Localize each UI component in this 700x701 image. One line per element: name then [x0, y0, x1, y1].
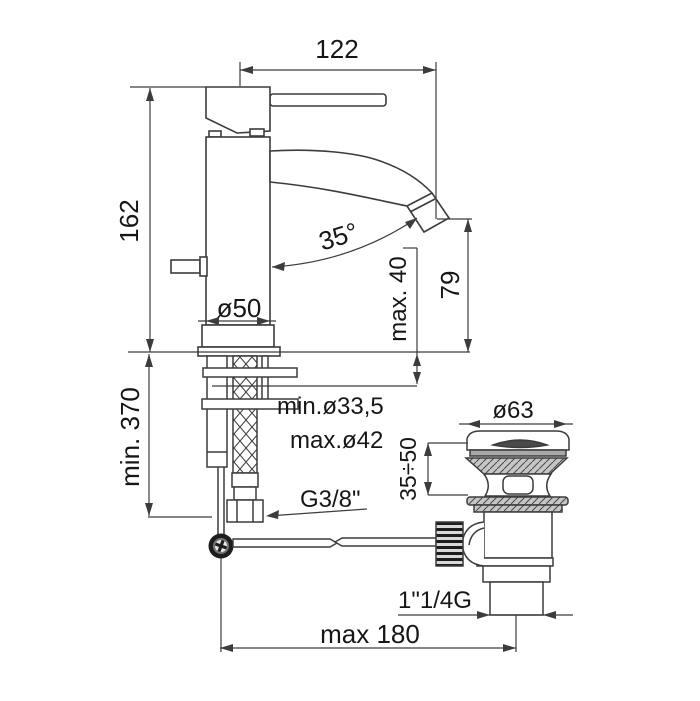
drain-flange-lower — [473, 504, 563, 513]
overflow-hole — [502, 475, 534, 495]
handle-cap — [205, 86, 271, 134]
drain-cap-flange — [469, 449, 567, 457]
dim-hose-length: min. 370 — [115, 387, 145, 487]
supply-tube — [206, 355, 228, 468]
pivot-ball — [208, 533, 234, 559]
drain-group — [435, 430, 570, 616]
hose-nut — [226, 499, 264, 523]
under-counter-group — [201, 355, 299, 535]
drain-body — [483, 511, 553, 559]
dim-outlet-height: 79 — [435, 271, 465, 300]
cap-joint-right — [249, 128, 265, 137]
faucet-group — [170, 86, 451, 357]
spout — [269, 149, 451, 234]
drain-body-flange — [476, 557, 554, 567]
drain-flange-upper — [466, 496, 569, 506]
lever-handle — [269, 93, 387, 107]
dim-counter-thickness: max. 40 — [385, 256, 412, 341]
mounting-plate-lower — [201, 398, 299, 410]
popup-knob — [170, 259, 201, 274]
mounting-stud — [261, 355, 269, 401]
hose-fitting-2 — [233, 486, 257, 501]
aerator-seam-2 — [409, 198, 436, 213]
hose-fitting — [231, 472, 259, 488]
dim-hose-thread: G3/8" — [300, 486, 361, 513]
popup-knob-stem — [199, 256, 208, 277]
dim-hole-max: max.ø42 — [290, 427, 383, 454]
drain-cap-lens — [490, 439, 550, 449]
drain-collar — [482, 565, 551, 583]
aerator-seam — [406, 192, 433, 207]
dim-drain-cap-diameter: ø63 — [492, 397, 533, 424]
drain-tailpipe — [489, 581, 544, 616]
mounting-plate-upper — [202, 367, 298, 378]
dimension-arrowheads — [145, 66, 567, 652]
dim-spout-reach: 122 — [315, 34, 358, 64]
faucet-body — [205, 136, 271, 326]
drain-elbow-inner — [468, 527, 485, 546]
linkage-rod — [232, 537, 437, 548]
dim-body-height: 162 — [114, 199, 144, 242]
base-collar — [201, 324, 275, 348]
cap-joint-left — [208, 130, 222, 138]
dim-rod-to-drain: max 180 — [320, 619, 420, 649]
dim-drain-thread: 1"1/4G — [398, 587, 472, 614]
drain-cone — [464, 457, 569, 475]
dim-drain-counter-range: 35÷50 — [395, 437, 421, 501]
dim-base-diameter: ø50 — [217, 293, 262, 323]
knurled-adjuster — [435, 521, 464, 567]
dim-hole-min: min.ø33,5 — [277, 393, 384, 420]
